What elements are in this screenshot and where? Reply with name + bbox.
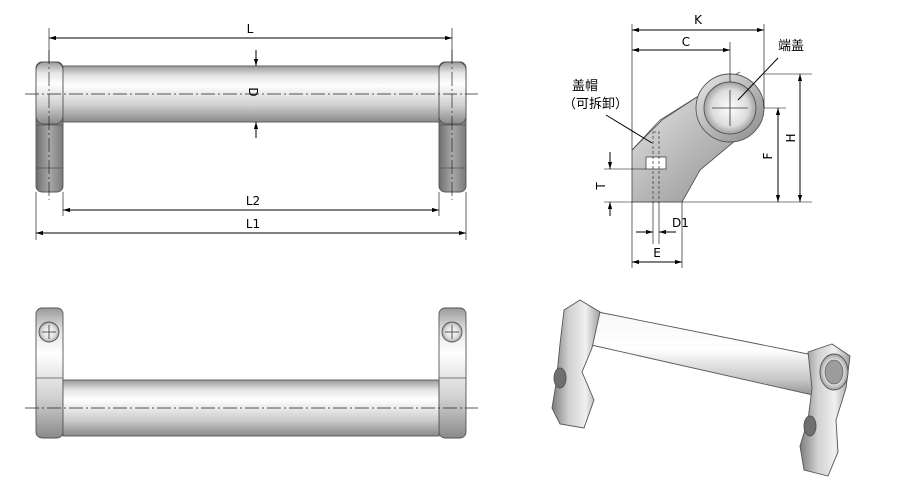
right-end-top [438,307,467,439]
cap-slot [645,156,667,170]
left-end-block [35,61,64,125]
iso-left-hole [553,367,567,389]
front-view: L D L2 L1 [25,22,478,240]
right-end-block [438,61,467,125]
label-L1: L1 [246,217,260,231]
side-view: K C 端盖 盖帽 （可拆卸） H F T D1 [563,13,812,268]
left-end-top [35,307,64,439]
label-K: K [694,13,703,27]
iso-tube [577,309,839,399]
label-F: F [761,152,775,159]
label-cap-line2: （可拆卸） [563,96,628,112]
isometric-view [551,299,851,477]
label-C: C [682,35,690,49]
label-D1: D1 [672,216,689,230]
end-cap-leader [737,57,779,101]
cap-leader [605,114,653,144]
label-H: H [784,133,798,142]
iso-left-bracket [551,299,601,429]
label-D: D [246,87,260,96]
top-view [25,307,478,439]
label-cap-line1: 盖帽 [572,78,598,94]
label-end-cap: 端盖 [778,39,804,54]
label-T: T [594,182,608,191]
label-L: L [247,22,254,36]
label-L2: L2 [246,194,260,208]
label-E: E [653,246,661,260]
iso-right-hole [803,415,817,437]
